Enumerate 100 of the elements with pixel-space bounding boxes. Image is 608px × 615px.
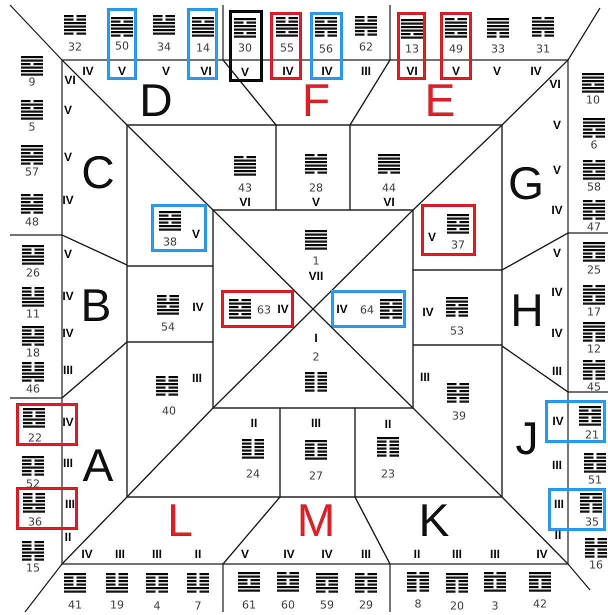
line-numeral: V bbox=[64, 103, 72, 117]
region-letter: K bbox=[418, 493, 450, 547]
line-numeral: V bbox=[241, 547, 249, 561]
hexagram-number: 47 bbox=[587, 220, 601, 234]
line-numeral: II bbox=[64, 530, 72, 544]
hexagram-number: 14 bbox=[196, 42, 210, 54]
hexagram-number: 32 bbox=[68, 40, 82, 54]
hexagram-number: 17 bbox=[587, 306, 601, 318]
line-numeral: VII bbox=[308, 269, 324, 283]
region-letter: H bbox=[510, 283, 544, 337]
line-numeral: III bbox=[361, 64, 371, 78]
hexagram-number: 60 bbox=[281, 598, 295, 612]
hexagram-number: 63 bbox=[257, 304, 271, 316]
hexagram-number: 36 bbox=[28, 516, 42, 528]
line-numeral: IV bbox=[81, 547, 93, 561]
line-numeral: III bbox=[152, 547, 162, 561]
line-numeral: IV bbox=[277, 302, 289, 316]
hexagram-number: 39 bbox=[452, 410, 466, 422]
hexagram-number: 23 bbox=[381, 468, 395, 480]
hexagram-number: 49 bbox=[449, 42, 463, 56]
line-numeral: IV bbox=[62, 193, 74, 207]
hexagram-number: 15 bbox=[26, 562, 40, 574]
region-letter: A bbox=[82, 438, 114, 492]
region-letter: J bbox=[516, 411, 538, 465]
hexagram-number: 41 bbox=[68, 598, 82, 612]
hexagram-number: 55 bbox=[280, 42, 294, 54]
hexagram-number: 22 bbox=[28, 432, 42, 444]
highlight-frame bbox=[440, 12, 472, 80]
hexagram-number: 37 bbox=[451, 238, 465, 252]
line-numeral: IV bbox=[282, 64, 294, 78]
line-numeral: III bbox=[490, 547, 500, 561]
hexagram-number: 43 bbox=[238, 182, 252, 194]
hexagram-number: 1 bbox=[312, 254, 320, 268]
line-numeral: III bbox=[552, 458, 562, 472]
line-numeral: VI bbox=[239, 195, 251, 209]
hexagram-number: 40 bbox=[162, 404, 176, 418]
line-numeral: III bbox=[63, 363, 73, 377]
hexagram-number: 42 bbox=[533, 598, 547, 610]
line-numeral: III bbox=[552, 364, 562, 378]
line-numeral: III bbox=[311, 416, 321, 430]
hexagram-number: 12 bbox=[587, 342, 601, 356]
hexagram-number: 53 bbox=[450, 324, 464, 338]
line-numeral: IV bbox=[82, 64, 94, 78]
hexagram-number: 7 bbox=[194, 600, 202, 612]
line-numeral: IV bbox=[321, 547, 333, 561]
highlight-frame bbox=[221, 290, 294, 328]
line-numeral: VI bbox=[383, 195, 395, 209]
hexagram-number: 51 bbox=[588, 474, 602, 486]
hexagram-number: 28 bbox=[309, 182, 323, 194]
hexagram-number: 52 bbox=[26, 478, 40, 490]
line-numeral: IV bbox=[336, 302, 348, 316]
highlight-frame bbox=[16, 403, 78, 446]
line-numeral: IV bbox=[62, 289, 74, 303]
line-numeral: III bbox=[420, 370, 430, 384]
line-numeral: III bbox=[65, 497, 75, 511]
hexagram-number: 46 bbox=[26, 382, 40, 396]
hexagram-number: 16 bbox=[589, 558, 603, 572]
highlight-frame bbox=[548, 488, 606, 531]
hexagram-number: 6 bbox=[590, 138, 598, 152]
line-numeral: II bbox=[414, 547, 420, 561]
line-numeral: V bbox=[553, 118, 561, 132]
line-numeral: IV bbox=[192, 300, 204, 314]
line-numeral: III bbox=[115, 547, 125, 561]
line-numeral: IV bbox=[551, 203, 563, 217]
line-numeral: VI bbox=[549, 77, 561, 91]
hexagram-number: 8 bbox=[414, 598, 422, 610]
line-numeral: III bbox=[192, 371, 202, 385]
highlight-frame bbox=[16, 487, 78, 530]
line-numeral: IV bbox=[536, 547, 548, 561]
hexagram-number: 20 bbox=[450, 600, 464, 612]
hexagram-number: 9 bbox=[28, 76, 36, 88]
line-numeral: IV bbox=[422, 305, 434, 319]
hexagram-number: 4 bbox=[154, 600, 160, 612]
hexagram-number: 44 bbox=[382, 182, 396, 194]
region-letter: M bbox=[296, 493, 336, 547]
hexagram-number: 58 bbox=[587, 180, 601, 194]
line-numeral: V bbox=[312, 195, 320, 209]
line-numeral: IV bbox=[283, 547, 295, 561]
highlight-frame bbox=[331, 290, 406, 328]
hexagram-number: 64 bbox=[360, 304, 374, 316]
line-numeral: III bbox=[452, 547, 462, 561]
line-numeral: VI bbox=[64, 73, 76, 87]
highlight-frame bbox=[229, 10, 263, 82]
hexagram-number: 48 bbox=[25, 216, 39, 228]
highlight-frame bbox=[545, 400, 606, 443]
highlight-frame bbox=[310, 12, 343, 80]
line-numeral: II bbox=[194, 547, 202, 561]
hexagram-number: 62 bbox=[359, 40, 373, 54]
line-numeral: V bbox=[192, 227, 200, 241]
line-numeral: V bbox=[64, 150, 72, 164]
line-numeral: VI bbox=[200, 64, 212, 78]
hexagram-number: 34 bbox=[157, 40, 171, 54]
hexagram-number: 38 bbox=[163, 236, 177, 248]
line-numeral: IV bbox=[530, 64, 542, 78]
hexagram-number: 29 bbox=[359, 598, 373, 612]
line-numeral: V bbox=[553, 246, 561, 260]
hexagram-number: 2 bbox=[312, 350, 320, 364]
region-letter: L bbox=[167, 493, 193, 547]
line-numeral: V bbox=[428, 230, 436, 244]
line-numeral: IV bbox=[62, 326, 74, 340]
